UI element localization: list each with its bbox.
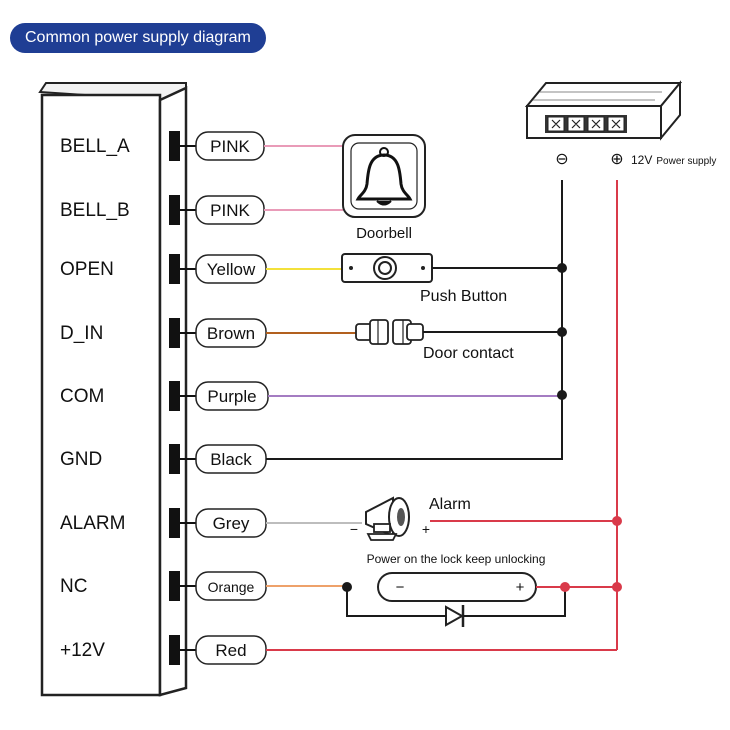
terminal-label: +12V (60, 640, 105, 661)
alarm-minus: − (350, 521, 358, 537)
terminal-label: D_IN (60, 323, 103, 344)
bell-icon (342, 134, 426, 218)
terminal-connector (169, 318, 180, 348)
power-minus-symbol: ⊖ (555, 151, 568, 168)
wire-color-label: Grey (213, 514, 250, 533)
junction-dots (342, 263, 622, 592)
terminal-label: NC (60, 576, 87, 597)
wire-color-label: Purple (207, 387, 256, 406)
terminal-label: OPEN (60, 259, 114, 280)
controller-body (38, 82, 188, 697)
common-wiring (346, 180, 618, 650)
wire-color-label: Red (215, 641, 246, 660)
alarm-label: Alarm (429, 496, 471, 513)
power-supply-label: 12V Power supply (631, 153, 716, 167)
diode-icon (445, 605, 465, 627)
siren-icon (365, 496, 410, 541)
wire-color-label: PINK (210, 137, 250, 156)
terminal-connector (169, 254, 180, 284)
terminal-label: GND (60, 449, 102, 470)
push-button-icon (341, 253, 433, 283)
power-voltage: 12V (631, 153, 652, 167)
power-supply-icon (524, 80, 683, 141)
door-contact-label: Door contact (423, 345, 514, 362)
wire-color-label: Orange (208, 579, 255, 595)
wire-color-label: Yellow (207, 260, 256, 279)
doorbell-label: Doorbell (356, 225, 412, 242)
terminal-label: BELL_A (60, 136, 130, 157)
lock-plus: + (516, 579, 525, 596)
terminal-label: COM (60, 386, 104, 407)
wire-color-label: Black (210, 450, 252, 469)
power-plus-symbol: ⊕ (610, 151, 623, 168)
lock-minus: − (396, 579, 405, 596)
terminal-connector (169, 444, 180, 474)
wire-color-label: PINK (210, 201, 250, 220)
terminal-connector (169, 131, 180, 161)
terminal-connector (169, 195, 180, 225)
alarm-plus: + (422, 521, 430, 537)
diode-left-wire (346, 587, 446, 617)
lock-note: Power on the lock keep unlocking (367, 552, 546, 566)
terminal-connector (169, 635, 180, 665)
terminal-connector (169, 508, 180, 538)
terminal-connector (169, 571, 180, 601)
wire-color-label: Brown (207, 324, 255, 343)
push-button-label: Push Button (420, 288, 507, 305)
terminal-connector (169, 381, 180, 411)
diagram-title: Common power supply diagram (10, 23, 266, 53)
door-contact-icon (355, 319, 424, 345)
power-supply-text: Power supply (656, 156, 716, 167)
terminal-label: BELL_B (60, 200, 130, 221)
terminal-label: ALARM (60, 513, 125, 534)
diode-right-wire (463, 587, 566, 617)
